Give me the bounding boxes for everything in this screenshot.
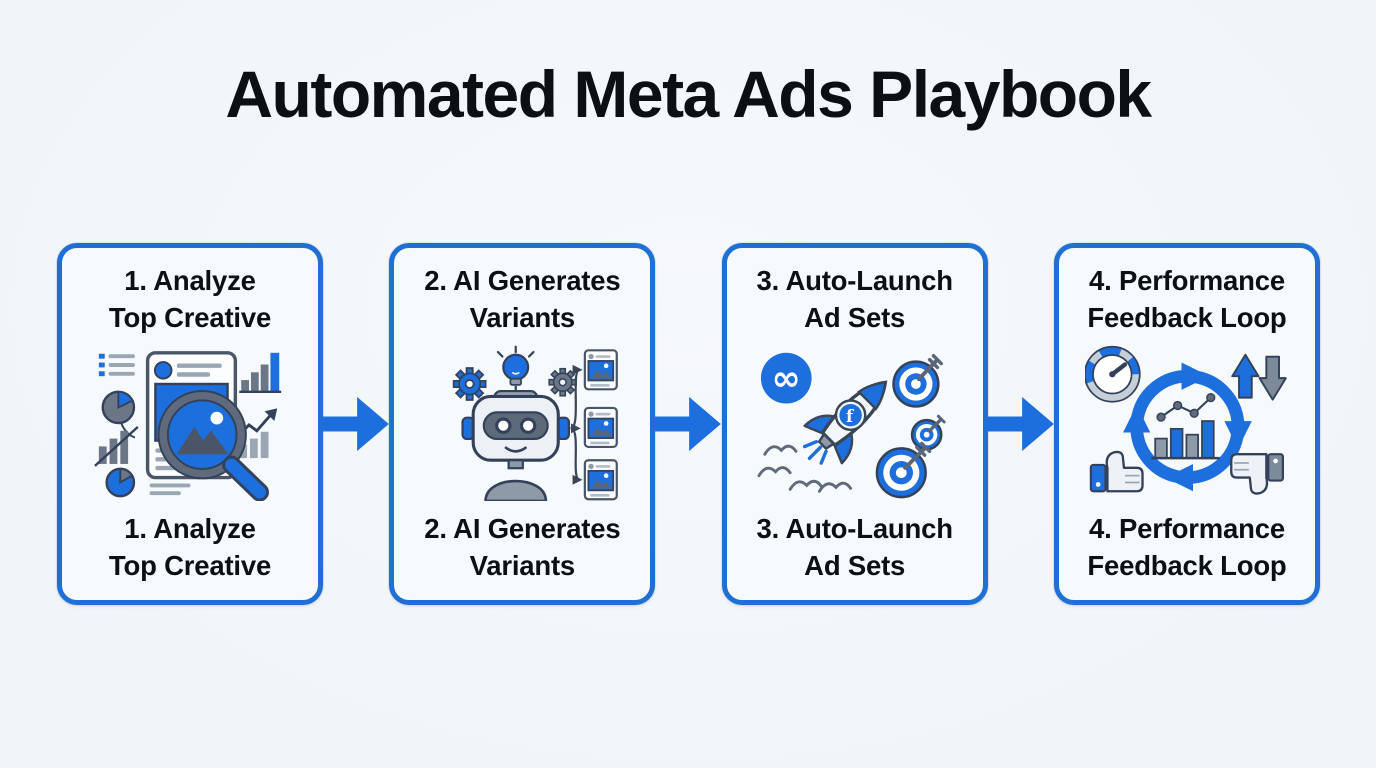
step-3-title-top: 3. Auto-Launch Ad Sets [756, 262, 954, 336]
flow-arrow-right-icon [323, 397, 389, 451]
down-arrow [1258, 355, 1287, 401]
step-2-title-top: 2. AI Generates Variants [424, 262, 620, 336]
target-2 [910, 414, 946, 451]
step-box-1: 1. Analyze Top Creative [57, 243, 323, 605]
step-3-title-line2: Ad Sets [804, 550, 906, 581]
svg-text:∞: ∞ [772, 358, 801, 399]
svg-text:f: f [846, 406, 855, 426]
target-1 [892, 354, 944, 408]
loop-arrows [1122, 362, 1252, 492]
thumbs-up [1089, 450, 1144, 493]
creative-analysis-magnifier-icon [68, 336, 312, 510]
step-4-title-bottom: 4. Performance Feedback Loop [1087, 510, 1286, 584]
flow-arrow-right-icon [655, 397, 722, 451]
step-1-title-line2: Top Creative [108, 550, 272, 581]
thumbs-down [1229, 453, 1284, 495]
flow-arrow-3 [987, 243, 1054, 605]
page-title: Automated Meta Ads Playbook [225, 57, 1152, 131]
step-3-title-bottom: 3. Auto-Launch Ad Sets [756, 510, 954, 584]
step-2-title-line1: 2. AI Generates [424, 513, 621, 544]
performance-feedback-loop-icon [1065, 336, 1309, 510]
flow-arrow-2 [655, 243, 722, 605]
up-arrow [1230, 353, 1260, 399]
step-1-title-line1: 1. Analyze [124, 513, 256, 544]
meta-rocket-targets-icon: ∞ [733, 336, 977, 510]
step-4-title-top: 4. Performance Feedback Loop [1087, 262, 1286, 336]
ai-robot-variants-icon [400, 336, 644, 510]
inner-bar-chart [1150, 393, 1220, 460]
step-1-title-bottom: 1. Analyze Top Creative [109, 510, 271, 584]
step-2-title-line1: 2. AI Generates [424, 265, 621, 296]
step-3-title-line2: Ad Sets [804, 302, 906, 333]
step-4-title-line2: Feedback Loop [1087, 302, 1287, 333]
speedometer-gauge [1084, 345, 1141, 403]
playbook-flow: 1. Analyze Top Creative [57, 243, 1320, 605]
step-box-3: 3. Auto-Launch Ad Sets ∞ [721, 243, 988, 605]
step-1-title-top: 1. Analyze Top Creative [109, 262, 271, 336]
step-box-4: 4. Performance Feedback Loop [1053, 243, 1320, 605]
flow-arrow-1 [323, 243, 389, 605]
step-2-title-line2: Variants [469, 302, 576, 333]
step-2-title-line2: Variants [469, 550, 576, 581]
step-3-title-line1: 3. Auto-Launch [756, 513, 954, 544]
step-1-title-line1: 1. Analyze [124, 265, 256, 296]
step-4-title-line1: 4. Performance [1089, 265, 1285, 296]
step-4-title-line2: Feedback Loop [1087, 550, 1287, 581]
step-2-title-bottom: 2. AI Generates Variants [424, 510, 620, 584]
step-1-title-line2: Top Creative [108, 302, 272, 333]
target-3 [875, 441, 932, 499]
flow-arrow-right-icon [987, 397, 1054, 451]
meta-logo-badge [761, 352, 812, 404]
step-3-title-line1: 3. Auto-Launch [756, 265, 954, 296]
step-box-2: 2. AI Generates Variants [389, 243, 656, 605]
step-4-title-line1: 4. Performance [1089, 513, 1285, 544]
